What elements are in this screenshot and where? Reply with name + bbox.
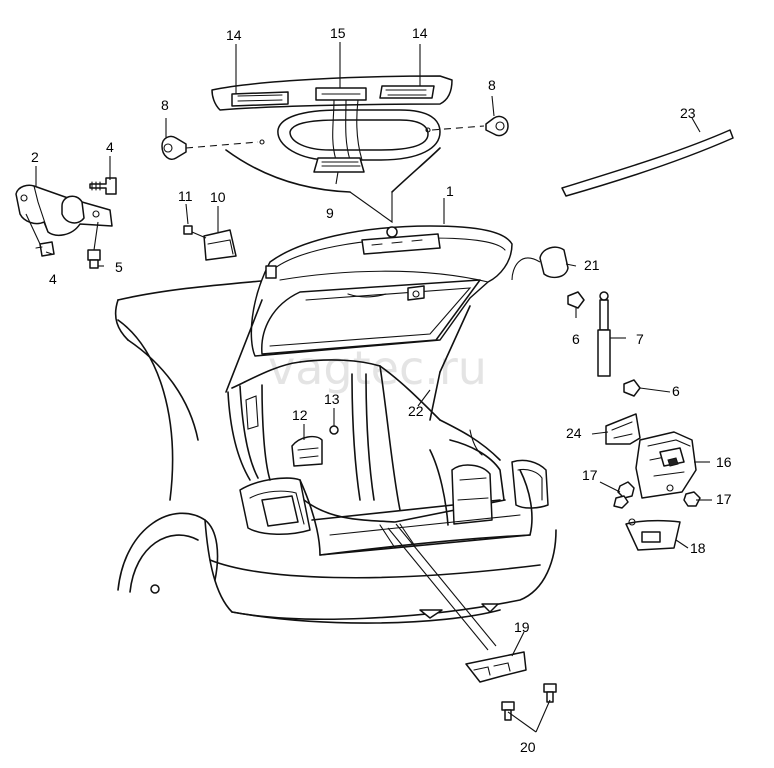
callout-14-right: 14 xyxy=(412,25,428,41)
hinge-bolt-bottom xyxy=(35,241,55,257)
callout-20: 20 xyxy=(520,739,536,755)
callout-11: 11 xyxy=(178,188,193,204)
hinge-bolt-top xyxy=(89,177,117,195)
callout-4-top: 4 xyxy=(106,139,114,155)
callout-16: 16 xyxy=(716,454,732,470)
rubber-stop xyxy=(203,229,237,261)
callout-9: 9 xyxy=(326,205,334,221)
callout-6-top: 6 xyxy=(572,331,580,347)
callout-24: 24 xyxy=(566,425,582,441)
tailgate-lid xyxy=(250,225,513,357)
clip-fastener-left xyxy=(161,135,187,160)
lock-bracket xyxy=(605,413,641,445)
tailgate-hinge xyxy=(15,184,113,251)
callout-15: 15 xyxy=(330,25,346,41)
striker-plate xyxy=(465,651,527,683)
mounting-bracket xyxy=(291,435,323,467)
nut-left xyxy=(613,481,635,509)
callout-5: 5 xyxy=(115,259,123,275)
callout-2: 2 xyxy=(31,149,39,165)
nut-right xyxy=(683,491,701,507)
callout-23: 23 xyxy=(680,105,696,121)
callout-4-bottom: 4 xyxy=(49,271,57,287)
callout-labels: 1 2 4 4 5 6 6 7 8 8 9 10 11 12 13 14 14 … xyxy=(31,25,732,755)
car-body xyxy=(114,279,557,624)
callout-14-left: 14 xyxy=(226,27,242,43)
gas-struts xyxy=(225,299,471,421)
clip-fastener-right xyxy=(485,115,509,137)
callout-17-right: 17 xyxy=(716,491,732,507)
callout-17-left: 17 xyxy=(582,467,598,483)
callout-10: 10 xyxy=(210,189,226,205)
bracket-screw xyxy=(329,425,339,435)
trim-strip xyxy=(561,129,734,197)
gas-strut-assembly xyxy=(567,291,641,397)
callout-6-bottom: 6 xyxy=(672,383,680,399)
striker-bolts xyxy=(501,683,557,721)
callout-12: 12 xyxy=(292,407,308,423)
callout-1: 1 xyxy=(446,183,454,199)
callout-8-right: 8 xyxy=(488,77,496,93)
lock-mechanism xyxy=(635,431,697,499)
callout-21: 21 xyxy=(584,257,600,273)
stop-screw xyxy=(183,225,207,239)
cable-guide xyxy=(387,523,497,651)
callout-19: 19 xyxy=(514,619,530,635)
handle-detail-bubble xyxy=(185,75,485,224)
callout-22: 22 xyxy=(408,403,424,419)
callout-8-left: 8 xyxy=(161,97,169,113)
lock-striker xyxy=(625,518,681,551)
tailgate-lock-cap xyxy=(511,246,569,281)
hinge-bolt-lower xyxy=(87,249,101,269)
callout-13: 13 xyxy=(324,391,340,407)
callout-18: 18 xyxy=(690,540,706,556)
callout-7: 7 xyxy=(636,331,644,347)
leader-lines xyxy=(35,42,712,733)
